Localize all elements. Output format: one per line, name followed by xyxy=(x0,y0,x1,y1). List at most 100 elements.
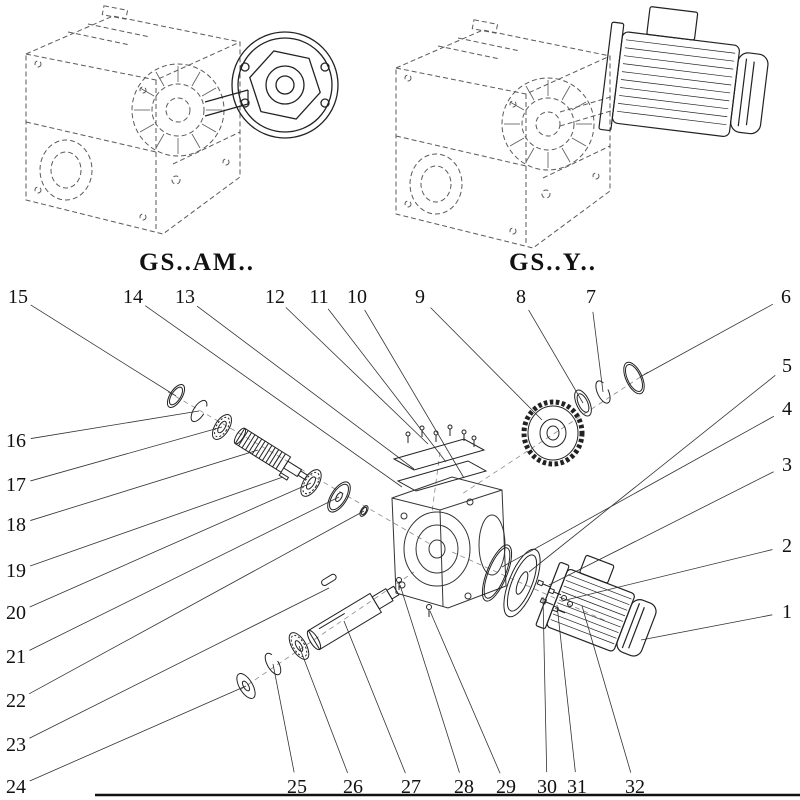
flange-bolts xyxy=(536,579,573,614)
washer-ring xyxy=(574,389,592,417)
leader-line-1 xyxy=(640,614,773,641)
leader-line-7 xyxy=(592,311,604,393)
leader-line-14 xyxy=(145,305,403,488)
callout-number-16: 16 xyxy=(6,430,26,452)
callout-number-30: 30 xyxy=(537,776,557,798)
small-ring xyxy=(359,505,369,517)
motor-drawing-top xyxy=(598,6,769,138)
cover-screws xyxy=(405,424,477,447)
leader-line-32 xyxy=(581,605,632,773)
input-shaft-parts xyxy=(166,384,369,517)
output-circlip xyxy=(264,652,282,676)
leader-line-19 xyxy=(30,476,284,567)
callout-number-10: 10 xyxy=(347,286,367,308)
leader-line-28 xyxy=(399,584,460,773)
callout-number-14: 14 xyxy=(123,286,143,308)
callout-number-18: 18 xyxy=(6,514,26,536)
leader-line-29 xyxy=(429,610,501,774)
callout-number-19: 19 xyxy=(6,560,26,582)
leader-line-17 xyxy=(30,426,223,482)
callout-number-12: 12 xyxy=(265,286,285,308)
o-ring xyxy=(481,544,513,602)
leader-line-22 xyxy=(28,510,365,695)
cover-assembly xyxy=(392,424,488,492)
leader-line-11 xyxy=(327,308,447,463)
output-shaft-parts xyxy=(236,573,400,699)
callout-number-7: 7 xyxy=(586,286,596,308)
callout-number-8: 8 xyxy=(516,286,526,308)
leader-line-31 xyxy=(556,604,576,773)
terminal-box-exploded xyxy=(579,554,615,584)
callout-number-29: 29 xyxy=(496,776,516,798)
gear-and-rings xyxy=(521,361,645,467)
gearbox-gs-y-drawing xyxy=(395,6,769,249)
leader-line-30 xyxy=(542,596,548,773)
motor-fins-exploded xyxy=(550,574,632,645)
variant-label-gs-am: GS..AM.. xyxy=(139,249,255,276)
callout-number-31: 31 xyxy=(567,776,587,798)
y-shaft-dashed xyxy=(559,95,615,127)
leader-line-8 xyxy=(528,309,584,404)
leader-line-10 xyxy=(364,309,465,479)
gearbox-gs-am-drawing xyxy=(25,5,339,235)
leader-line-26 xyxy=(298,645,349,774)
pin xyxy=(278,472,290,481)
leader-line-25 xyxy=(272,663,295,773)
motor-fins xyxy=(617,39,736,126)
callout-number-32: 32 xyxy=(625,776,645,798)
callout-number-1: 1 xyxy=(782,601,792,623)
callout-number-9: 9 xyxy=(415,286,425,308)
callout-number-23: 23 xyxy=(6,734,26,756)
cover-gasket xyxy=(396,460,488,492)
motor-fan-cover xyxy=(730,52,769,135)
round-cover xyxy=(503,548,541,618)
bearing xyxy=(211,414,233,440)
cover-plate xyxy=(392,438,486,471)
fan-cover-exploded xyxy=(616,599,657,657)
callout-number-21: 21 xyxy=(6,646,26,668)
callout-number-2: 2 xyxy=(782,535,792,557)
callout-number-5: 5 xyxy=(782,355,792,377)
housing-screws xyxy=(396,577,432,617)
callout-number-13: 13 xyxy=(175,286,195,308)
callout-number-3: 3 xyxy=(782,454,792,476)
leader-line-18 xyxy=(30,449,259,521)
worm-shaft xyxy=(233,427,309,481)
shim-disc xyxy=(327,481,351,513)
variant-label-gs-y: GS..Y.. xyxy=(508,249,598,276)
circlip xyxy=(190,399,208,423)
output-bearing xyxy=(288,632,310,660)
leader-line-3 xyxy=(548,471,774,586)
leader-line-21 xyxy=(29,496,340,651)
callout-number-6: 6 xyxy=(781,286,791,308)
motor-terminal-box xyxy=(646,6,699,41)
leader-line-20 xyxy=(29,482,312,608)
leader-line-9 xyxy=(430,307,543,421)
gear-housing xyxy=(391,476,507,609)
callout-number-11: 11 xyxy=(309,286,329,308)
large-ring xyxy=(623,361,645,395)
callout-number-4: 4 xyxy=(782,398,792,420)
snap-ring xyxy=(595,380,611,404)
assembly-axes xyxy=(167,371,649,691)
motor-side-parts xyxy=(396,544,573,618)
input-shaft xyxy=(204,89,249,117)
leader-line-24 xyxy=(29,685,247,782)
leader-line-5 xyxy=(528,375,776,573)
callout-number-26: 26 xyxy=(343,776,363,798)
motor-drawing-exploded xyxy=(535,554,657,657)
leader-line-12 xyxy=(285,307,429,445)
callout-number-24: 24 xyxy=(6,776,26,798)
callout-number-17: 17 xyxy=(6,474,26,496)
leader-line-13 xyxy=(196,305,415,470)
bearing-2 xyxy=(300,469,322,497)
leader-line-27 xyxy=(343,620,406,774)
am-flange xyxy=(231,31,339,139)
leader-line-4 xyxy=(501,415,775,568)
output-shaft xyxy=(306,585,400,651)
leader-lines xyxy=(28,303,776,782)
callout-number-27: 27 xyxy=(401,776,421,798)
key xyxy=(321,573,337,586)
